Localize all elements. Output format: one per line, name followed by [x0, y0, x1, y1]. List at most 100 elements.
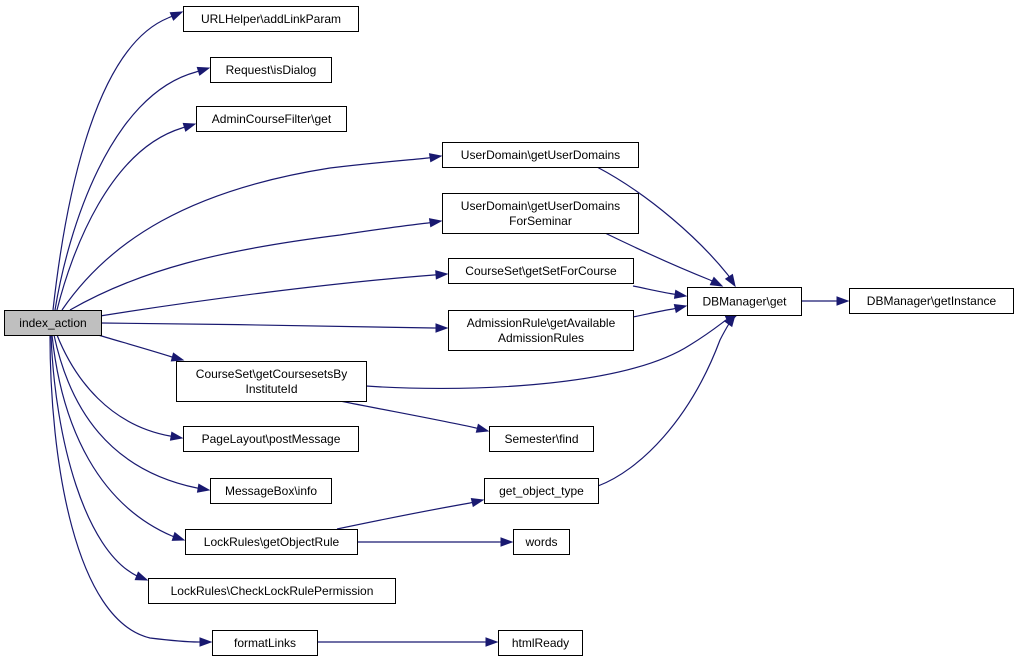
arrow-head-icon: [134, 571, 149, 581]
node-box: [484, 478, 599, 504]
edge-index-to-getobjectrule: [51, 334, 186, 541]
arrow-head-icon: [470, 497, 485, 508]
node-label: InstituteId: [245, 382, 297, 396]
node-box: [148, 578, 396, 604]
node-box: [176, 361, 367, 402]
node-box: [196, 106, 347, 132]
node-box: [513, 529, 570, 555]
arrow-head-icon: [428, 218, 443, 228]
node-label: words: [524, 535, 557, 549]
node-label: index_action: [19, 316, 86, 330]
node-box: [849, 288, 1014, 314]
node-box: [185, 529, 358, 555]
arrow-head-icon: [485, 637, 499, 647]
node-label: CourseSet\getSetForCourse: [465, 264, 617, 278]
node-box: [210, 478, 332, 504]
node-box: [442, 193, 639, 234]
arrow-head-icon: [836, 296, 850, 306]
node-box: [212, 630, 318, 656]
arrow-head-icon: [500, 537, 514, 547]
edge-getobjectrule-to-getobjtype: [336, 497, 485, 530]
arrow-head-icon: [435, 323, 449, 333]
edge-index-to-getuserdomains: [61, 153, 443, 311]
node-semfind[interactable]: Semester\find: [489, 426, 594, 452]
arrow-head-icon: [169, 11, 184, 21]
node-acfget[interactable]: AdminCourseFilter\get: [196, 106, 347, 132]
node-box: [442, 142, 639, 168]
node-isdialog[interactable]: Request\isDialog: [210, 57, 332, 83]
node-label: DBManager\get: [702, 295, 787, 309]
node-dbinstance[interactable]: DBManager\getInstance: [849, 288, 1014, 314]
arrow-head-icon: [169, 431, 184, 441]
edge-index-to-checklock: [50, 334, 149, 581]
node-box: [4, 310, 102, 336]
arrow-head-icon: [196, 66, 211, 76]
edge-formatlinks-to-htmlready: [317, 637, 499, 647]
edge-getcoursesets-to-semfind: [339, 400, 490, 433]
node-label: MessageBox\info: [225, 484, 317, 498]
node-label: LockRules\CheckLockRulePermission: [171, 584, 374, 598]
arrow-head-icon: [724, 313, 736, 328]
node-words[interactable]: words: [513, 529, 570, 555]
node-label: AdmissionRules: [498, 331, 584, 345]
node-label: htmlReady: [512, 636, 569, 650]
node-getsetforcourse[interactable]: CourseSet\getSetForCourse: [448, 258, 634, 284]
edge-index-to-msginfo: [53, 334, 211, 493]
arrow-head-icon: [182, 122, 197, 132]
node-msginfo[interactable]: MessageBox\info: [210, 478, 332, 504]
arrow-head-icon: [724, 273, 736, 288]
node-box: [448, 258, 634, 284]
node-getuserdomains[interactable]: UserDomain\getUserDomains: [442, 142, 639, 168]
edge-getobjectrule-to-words: [356, 537, 514, 547]
node-label: LockRules\getObjectRule: [204, 535, 340, 549]
node-box: [210, 57, 332, 83]
node-postmessage[interactable]: PageLayout\postMessage: [183, 426, 359, 452]
node-urlhelper[interactable]: URLHelper\addLinkParam: [183, 6, 359, 32]
edge-index-to-urlhelper: [52, 11, 184, 311]
node-checklock[interactable]: LockRules\CheckLockRulePermission: [148, 578, 396, 604]
node-box: [489, 426, 594, 452]
arrow-head-icon: [673, 289, 688, 299]
arrow-head-icon: [435, 270, 449, 280]
edge-getuserdomainsfs-to-dbget: [604, 232, 724, 287]
edge-index-to-isdialog: [54, 66, 211, 311]
edge-index-to-getcoursesets: [97, 334, 185, 362]
edge-getsetforcourse-to-dbget: [632, 285, 688, 299]
node-label: AdminCourseFilter\get: [212, 112, 332, 126]
node-label: AdmissionRule\getAvailable: [467, 316, 616, 330]
node-label: UserDomain\getUserDomains: [461, 148, 620, 162]
edge-index-to-acfget: [56, 122, 197, 311]
node-htmlready[interactable]: htmlReady: [498, 630, 583, 656]
arrow-head-icon: [475, 423, 490, 433]
node-box: [687, 287, 802, 316]
edge-index-to-formatlinks: [49, 334, 213, 647]
arrow-head-icon: [199, 637, 213, 647]
arrow-head-icon: [170, 352, 185, 362]
node-box: [498, 630, 583, 656]
edge-index-to-getsetforcourse: [99, 270, 449, 317]
node-label: formatLinks: [234, 636, 296, 650]
node-box: [183, 426, 359, 452]
node-label: Semester\find: [504, 432, 578, 446]
node-label: UserDomain\getUserDomains: [461, 199, 620, 213]
arrow-head-icon: [709, 276, 724, 287]
node-dbget[interactable]: DBManager\get: [687, 287, 802, 316]
node-box: [448, 310, 634, 351]
node-label: CourseSet\getCoursesetsBy: [196, 367, 347, 381]
node-getobjectrule[interactable]: LockRules\getObjectRule: [185, 529, 358, 555]
node-index[interactable]: index_action: [4, 310, 102, 336]
arrow-head-icon: [196, 483, 211, 493]
node-label: URLHelper\addLinkParam: [201, 12, 341, 26]
edges-layer: [49, 11, 850, 647]
nodes-layer: index_action URLHelper\addLinkParamReques…: [4, 6, 1014, 656]
edge-index-to-getuserdomainsfs: [69, 218, 443, 311]
edge-getuserdomains-to-dbget: [596, 166, 736, 288]
node-label: get_object_type: [499, 484, 584, 498]
node-getobjtype[interactable]: get_object_type: [484, 478, 599, 504]
node-formatlinks[interactable]: formatLinks: [212, 630, 318, 656]
node-label: Request\isDialog: [226, 63, 317, 77]
arrow-head-icon: [171, 531, 186, 541]
